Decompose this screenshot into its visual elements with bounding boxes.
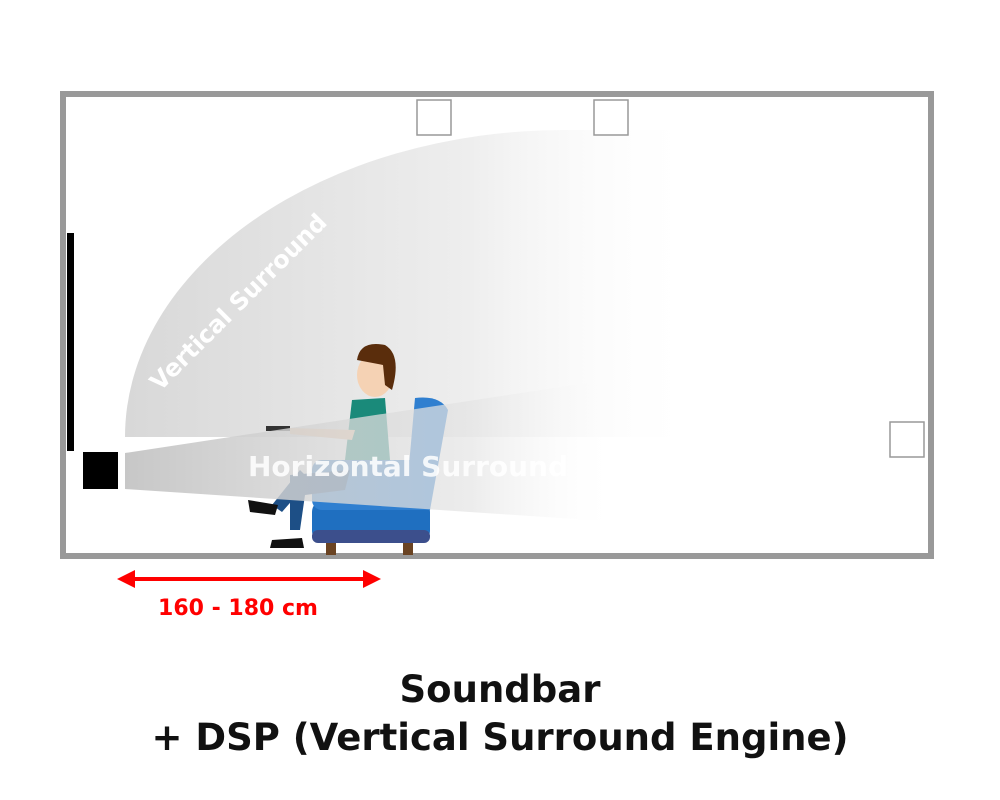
vertical-surround-beam [125,130,700,437]
distance-label: 160 - 180 cm [158,596,318,621]
tv-screen [67,233,74,451]
speaker-rear [889,421,925,458]
title-line-1: Soundbar [399,668,601,711]
horizontal-surround-label: Horizontal Surround [248,450,568,483]
room-outline [60,91,934,559]
speaker-ceiling-1 [416,99,452,136]
soundbar [83,452,118,489]
title-line-2: + DSP (Vertical Surround Engine) [151,716,849,759]
horizontal-surround-beam [125,378,620,522]
speaker-ceiling-2 [593,99,629,136]
distance-arrow [117,570,381,588]
